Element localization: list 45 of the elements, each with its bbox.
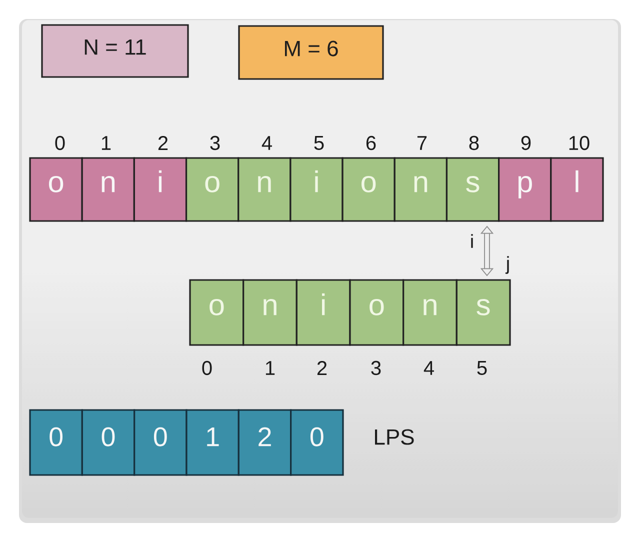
letter-cell: i bbox=[133, 157, 188, 222]
index-number: 8 bbox=[469, 136, 479, 150]
pointer-label: j bbox=[505, 256, 509, 274]
index-number: 5 bbox=[477, 361, 487, 375]
letter-cell: l bbox=[550, 157, 604, 222]
array-cell: 0 bbox=[134, 409, 188, 476]
index-number: 9 bbox=[521, 136, 531, 150]
array-cell: 0 bbox=[29, 409, 83, 476]
letter-cell: o bbox=[185, 157, 240, 222]
index-number: 2 bbox=[158, 136, 168, 150]
letter-cell: p bbox=[498, 157, 552, 222]
index-number: 3 bbox=[371, 360, 381, 376]
index-number: 1 bbox=[102, 136, 111, 150]
index-number: 6 bbox=[366, 136, 376, 150]
index-number: 1 bbox=[266, 361, 275, 375]
array-cell: 2 bbox=[238, 409, 292, 476]
array-label: LPS bbox=[375, 429, 414, 445]
index-number: 4 bbox=[424, 361, 434, 375]
value-box: N = 11 bbox=[41, 24, 189, 78]
array-cell: 0 bbox=[81, 409, 136, 476]
index-number: 3 bbox=[210, 136, 220, 150]
letter-cell: o bbox=[349, 279, 404, 346]
index-number: 10 bbox=[569, 136, 590, 150]
letter-cell: o bbox=[342, 157, 396, 222]
index-number: 4 bbox=[262, 136, 272, 150]
index-number: 0 bbox=[55, 136, 65, 150]
index-number: 0 bbox=[202, 360, 212, 376]
pointer-label: i bbox=[471, 234, 473, 248]
array-cell: 1 bbox=[186, 409, 240, 476]
array-cell: 0 bbox=[290, 409, 344, 476]
letter-cell: n bbox=[402, 279, 458, 346]
value-box: M = 6 bbox=[238, 25, 384, 80]
letter-cell: s bbox=[446, 157, 500, 222]
letter-cell: n bbox=[242, 279, 298, 346]
index-number: 2 bbox=[317, 361, 327, 375]
letter-cell: s bbox=[456, 279, 511, 346]
index-number: 5 bbox=[314, 136, 324, 150]
letter-cell: n bbox=[238, 157, 292, 222]
letter-cell: o bbox=[189, 279, 244, 346]
letter-cell: i bbox=[290, 157, 344, 222]
index-number: 7 bbox=[417, 136, 427, 150]
letter-cell: n bbox=[81, 157, 135, 222]
letter-cell: i bbox=[296, 279, 351, 346]
letter-cell: o bbox=[29, 157, 83, 222]
letter-cell: n bbox=[394, 157, 448, 222]
